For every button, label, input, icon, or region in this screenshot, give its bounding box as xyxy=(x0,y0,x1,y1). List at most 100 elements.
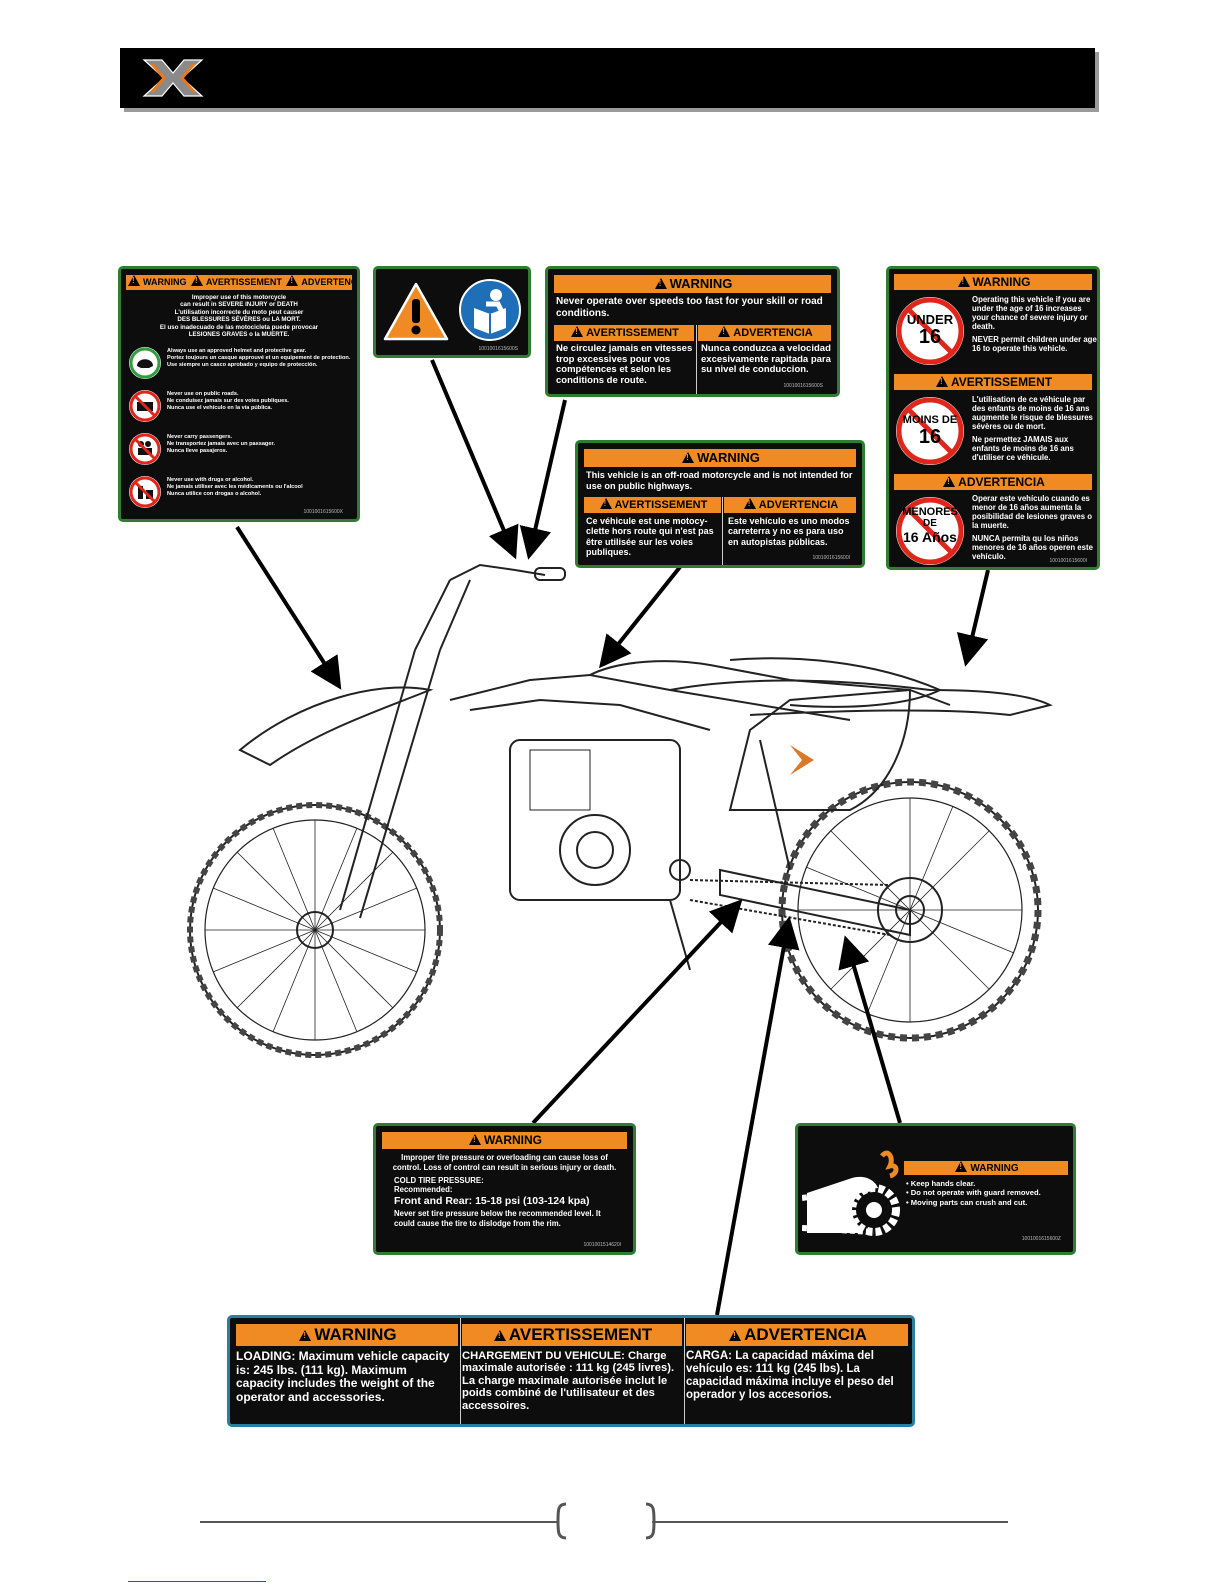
decal-text: CARGA: La capacidad máxima del vehículo … xyxy=(686,1350,894,1401)
warning-triangle-icon xyxy=(654,278,667,289)
decal-text-fr: Ce véhicule est une motocy-clette hors r… xyxy=(586,516,714,557)
decal-text: Improper tire pressure or overloading ca… xyxy=(392,1153,617,1172)
decal-heading: WARNING AVERTISSEMENT ADVERTENCIA xyxy=(126,275,352,290)
warning-triangle-icon xyxy=(682,452,695,463)
decal-heading-fr: AVERTISSEMENT xyxy=(584,497,721,513)
decal-age-warning: WARNING UNDER 16 Operating this vehicle … xyxy=(886,266,1100,570)
tire-pressure-value: Front and Rear: 15-18 psi (103-124 kpa) xyxy=(394,1195,590,1207)
part-number: 1001001615600I xyxy=(1049,558,1087,564)
decal-heading-fr: AVERTISSEMENT xyxy=(554,325,694,341)
warning-triangle-icon xyxy=(943,476,956,487)
decal-item: Never carry passengers. Ne transportez j… xyxy=(128,432,353,472)
decal-text: Operar este vehículo cuando es menor de … xyxy=(972,494,1093,561)
warning-triangle-icon xyxy=(383,282,449,341)
arrow-speed xyxy=(519,399,567,560)
x-brand-logo-icon xyxy=(142,59,204,97)
warning-triangle-icon xyxy=(729,1330,742,1341)
decal-item: Never use with drugs or alcohol. Ne jama… xyxy=(128,475,353,515)
decal-column: AVERTISSEMENT CHARGEMENT DU VEHICULE: Ch… xyxy=(462,1318,682,1424)
sign-text: MENORES DE 16 Años xyxy=(902,506,958,545)
decal-speed-warning: WARNING Never operate over speeds too fa… xyxy=(545,266,840,397)
warning-triangle-icon xyxy=(493,1330,506,1341)
read-manual-icon xyxy=(459,279,521,341)
decal-heading: WARNING xyxy=(382,1132,627,1149)
arrow-tire xyxy=(531,899,743,1125)
decal-heading: WARNING xyxy=(904,1161,1068,1175)
warning-triangle-icon xyxy=(286,275,299,286)
decal-heading-es: ADVERTENCIA xyxy=(698,325,831,341)
part-number: 1001001615600S xyxy=(478,346,519,352)
decal-heading: WARNING xyxy=(584,449,856,467)
decal-text: CHARGEMENT DU VEHICULE: Charge maximale … xyxy=(462,1350,675,1412)
decal-text-es: Nunca conduzca a velocidad excesivamente… xyxy=(701,343,831,376)
warning-triangle-icon xyxy=(957,276,970,287)
arrow-chain xyxy=(838,935,902,1124)
arrow-age xyxy=(956,569,990,667)
footer-rule-right xyxy=(652,1521,1008,1523)
page-number-bracket xyxy=(556,1502,656,1540)
decal-text-en: This vehicle is an off-road motorcycle a… xyxy=(586,470,853,491)
decal-text: LOADING: Maximum vehicle capacity is: 24… xyxy=(236,1349,450,1404)
decal-column: WARNING LOADING: Maximum vehicle capacit… xyxy=(236,1318,458,1424)
under-16-sign-icon xyxy=(896,297,964,365)
warning-triangle-icon xyxy=(469,1134,481,1145)
warning-triangle-icon xyxy=(571,326,584,337)
no-drugs-alcohol-icon xyxy=(129,476,161,508)
arrow-general xyxy=(235,525,342,690)
footer-rule-left xyxy=(200,1521,558,1523)
helmet-icon xyxy=(129,347,161,379)
part-number: 1001001615600X xyxy=(303,509,344,515)
decal-text: Operating this vehicle if you are under … xyxy=(972,295,1097,353)
decal-bullets: • Keep hands clear. • Do not operate wit… xyxy=(906,1179,1041,1207)
decal-item: Always use an approved helmet and protec… xyxy=(128,346,353,386)
decal-heading: ADVERTENCIA xyxy=(686,1324,908,1346)
warning-triangle-icon xyxy=(128,275,140,286)
warning-triangle-icon xyxy=(599,498,612,509)
footer-link-underline xyxy=(128,1581,266,1582)
hand-chain-icon xyxy=(802,1150,900,1236)
warning-triangle-icon xyxy=(955,1161,968,1172)
decal-tire-warning: WARNING Improper tire pressure or overlo… xyxy=(373,1123,636,1255)
decal-heading: AVERTISSEMENT xyxy=(462,1324,682,1346)
arrow-symbols xyxy=(430,359,519,560)
warning-triangle-icon xyxy=(935,376,948,387)
under-16-sign-icon xyxy=(896,497,964,565)
warning-triangle-icon xyxy=(191,275,204,286)
warning-triangle-icon xyxy=(743,498,756,509)
decal-heading: ADVERTENCIA xyxy=(894,474,1092,490)
recommended-label: Recommended: xyxy=(394,1185,453,1194)
no-passengers-icon xyxy=(129,433,161,465)
decal-item: Never use on public roads. Ne conduisez … xyxy=(128,389,353,429)
divider xyxy=(684,1318,685,1424)
decal-text: L'utilisation de ce véhicule par des enf… xyxy=(972,395,1093,462)
arrow-offroad xyxy=(599,565,682,669)
part-number: 1001001514620I xyxy=(583,1242,621,1248)
decal-heading: WARNING xyxy=(236,1324,458,1346)
decal-text-fr: Ne circulez jamais en vitesses trop exce… xyxy=(556,343,693,386)
decal-loading-warning: WARNING LOADING: Maximum vehicle capacit… xyxy=(227,1315,915,1427)
part-number: 1001001615600I xyxy=(812,555,850,561)
decal-chain-warning: WARNING • Keep hands clear. • Do not ope… xyxy=(795,1123,1076,1255)
warning-triangle-icon xyxy=(299,1330,312,1341)
divider xyxy=(722,497,723,565)
part-number: 1001001615600Z xyxy=(1021,1236,1061,1242)
decal-intro: Improper use of this motorcycle can resu… xyxy=(159,294,319,339)
sign-text: MOINS DE 16 xyxy=(902,414,958,448)
decal-text-en: Never operate over speeds too fast for y… xyxy=(556,296,823,319)
divider xyxy=(460,1318,461,1424)
cold-pressure-label: COLD TIRE PRESSURE: xyxy=(394,1176,484,1185)
divider xyxy=(696,325,697,394)
decal-heading: WARNING xyxy=(894,274,1092,290)
warning-triangle-icon xyxy=(718,326,731,337)
decal-heading-es: ADVERTENCIA xyxy=(724,497,856,513)
sign-text: UNDER 16 xyxy=(906,312,954,348)
no-public-roads-icon xyxy=(129,390,161,422)
decal-text: Never set tire pressure below the recomm… xyxy=(394,1209,601,1228)
decal-heading: AVERTISSEMENT xyxy=(894,374,1092,390)
decal-general-warning: WARNING AVERTISSEMENT ADVERTENCIA Improp… xyxy=(118,266,360,522)
page-header-bar xyxy=(120,48,1095,108)
dirt-bike-illustration-icon xyxy=(187,563,1053,1058)
decal-offroad-warning: WARNING This vehicle is an off-road moto… xyxy=(575,440,865,568)
part-number: 1001001615600S xyxy=(783,383,824,389)
